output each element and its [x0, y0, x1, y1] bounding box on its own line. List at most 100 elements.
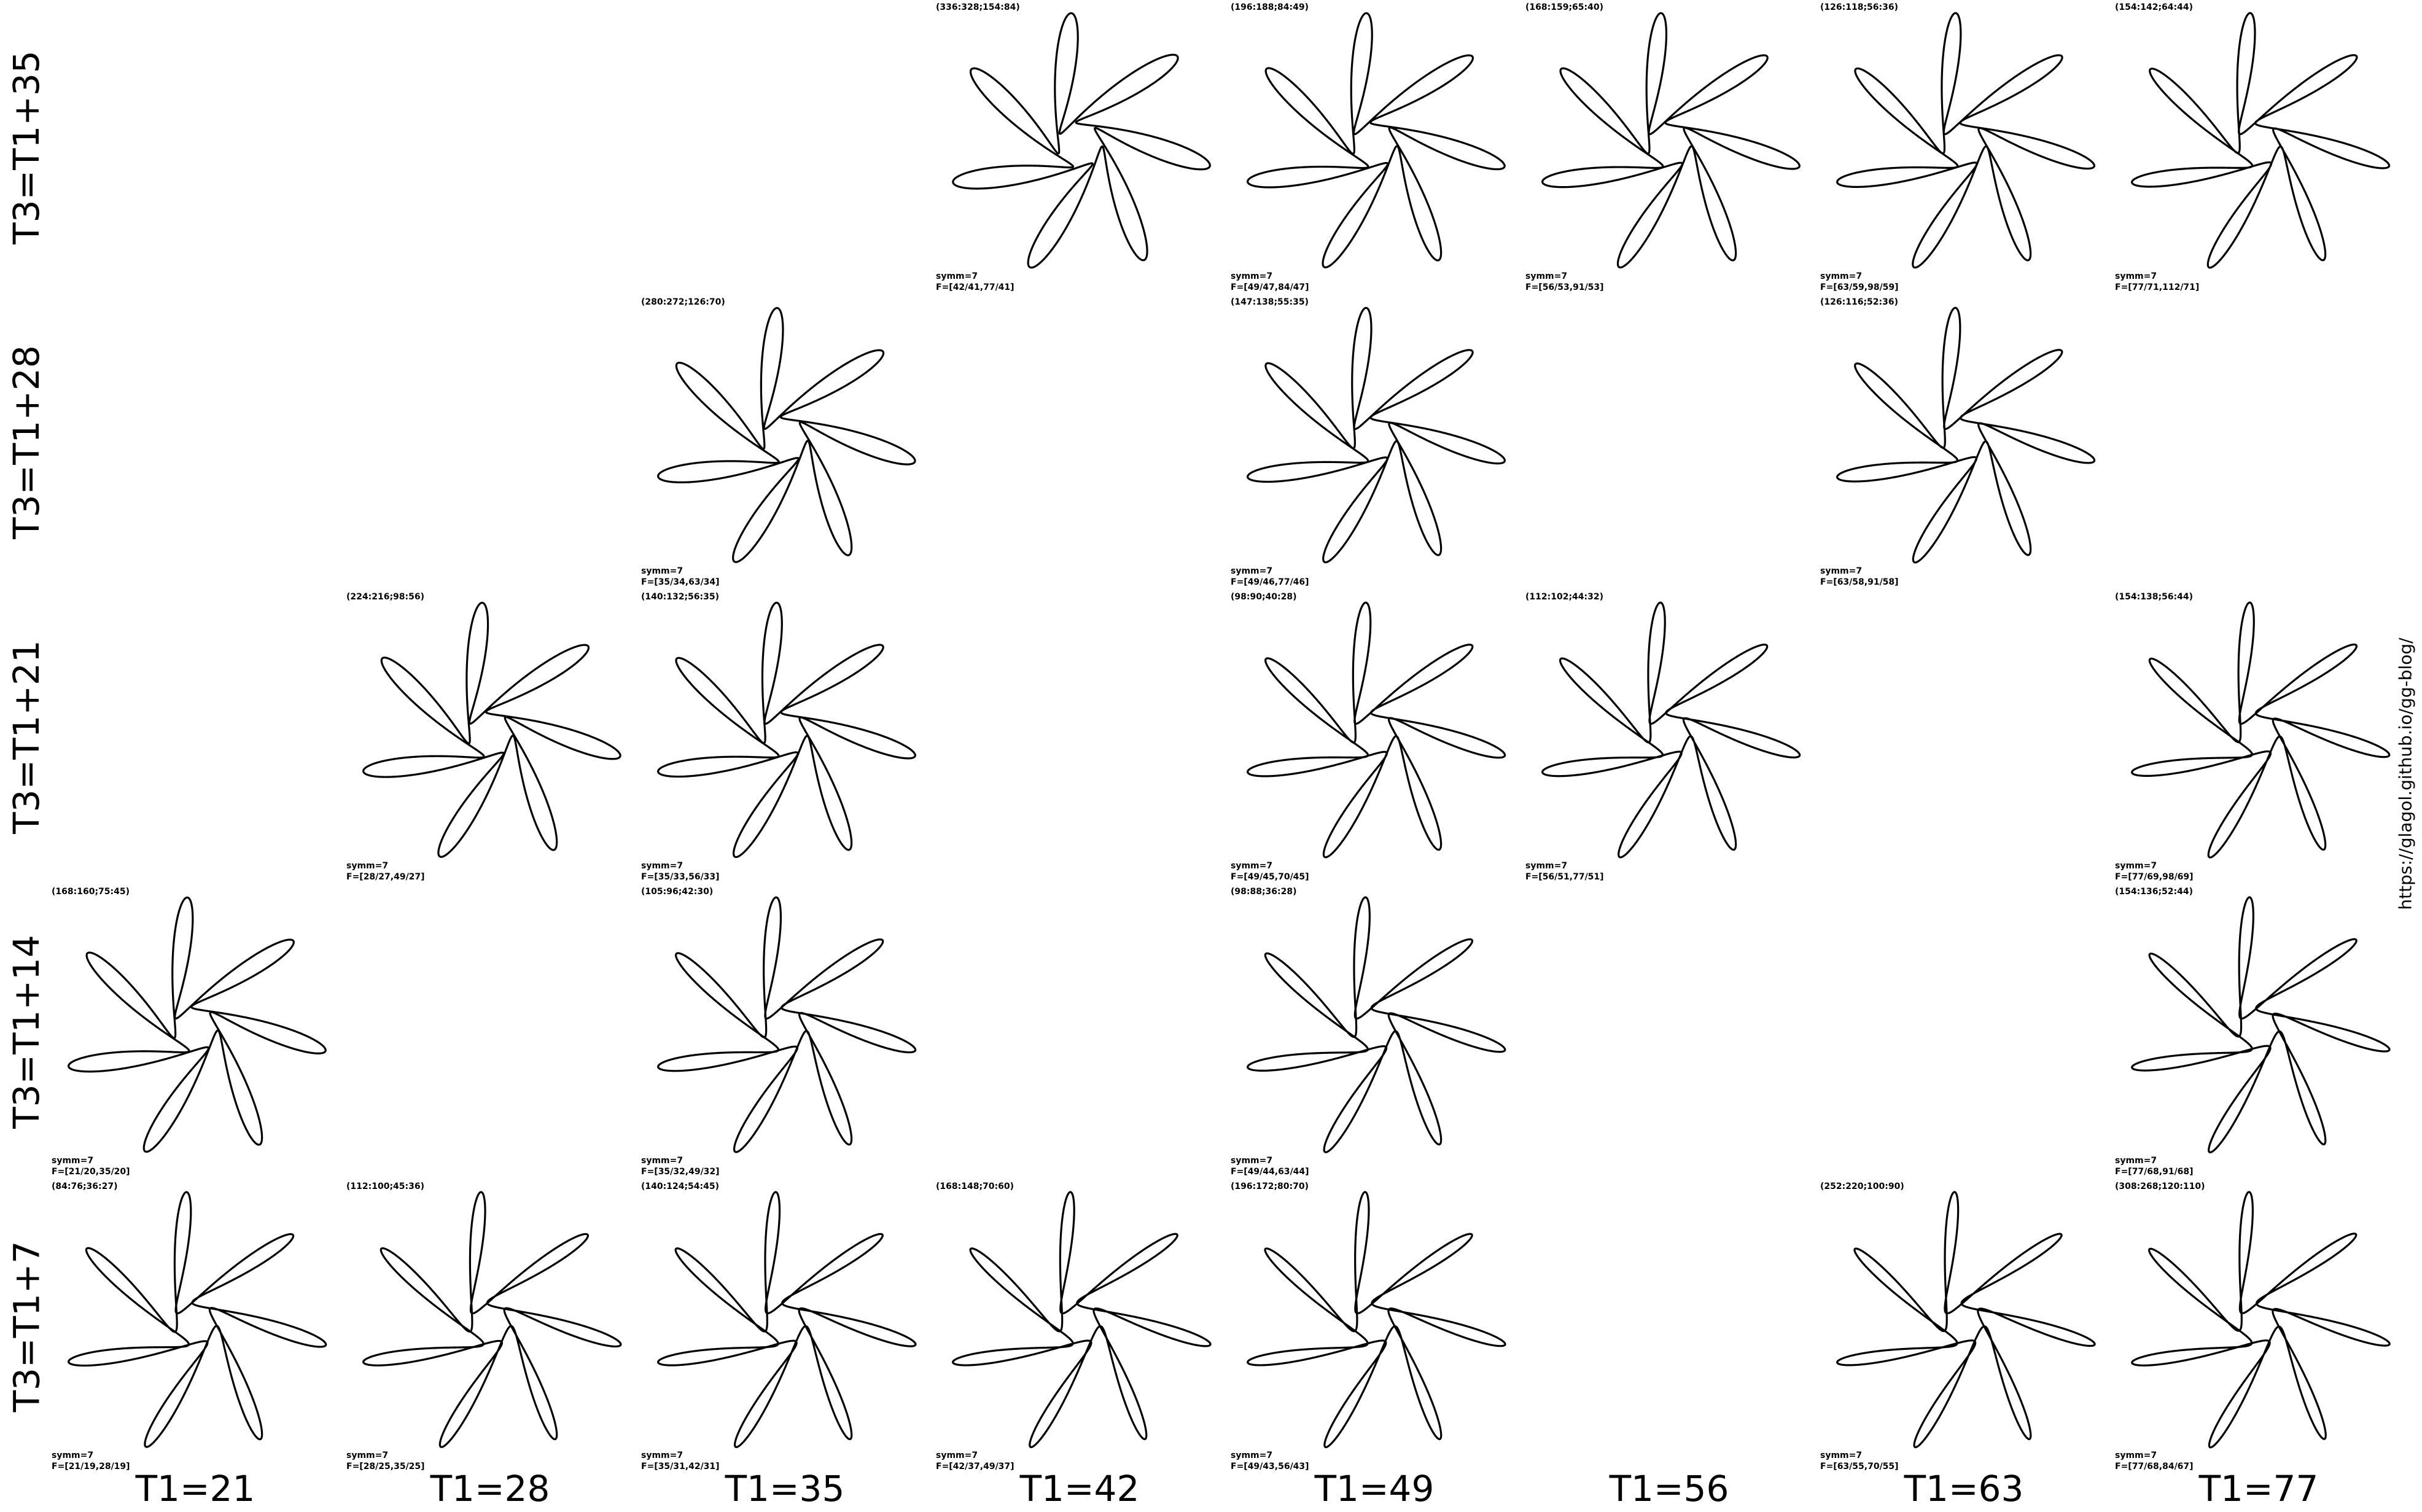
- cell-symmetry: symm=7: [1820, 271, 1863, 281]
- row-label: T3=T1+7: [5, 1179, 48, 1474]
- cell-frequencies: F=[35/32,49/32]: [641, 1167, 720, 1177]
- rosette-curve: [1247, 1191, 1506, 1449]
- rosette-figure: [1836, 12, 2095, 269]
- column-label: T1=63: [1904, 1468, 2024, 1510]
- cell-symmetry: symm=7: [2115, 861, 2157, 871]
- cell-parameters: (126:116;52:36): [1820, 297, 1899, 307]
- rosette-curve: [1541, 601, 1801, 859]
- cell-frequencies: F=[42/41,77/41]: [936, 283, 1014, 292]
- rosette-curve: [1247, 12, 1506, 268]
- rosette-figure: [1836, 306, 2096, 564]
- rosette-curve: [362, 1191, 622, 1448]
- rosette-curve: [1541, 12, 1801, 269]
- rosette-curve: [362, 601, 621, 858]
- cell-frequencies: F=[35/31,42/31]: [641, 1462, 720, 1471]
- row-label: T3=T1+14: [5, 884, 48, 1179]
- cell-symmetry: symm=7: [52, 1451, 94, 1460]
- row-label: T3=T1+28: [5, 295, 48, 590]
- cell-symmetry: symm=7: [1820, 1451, 1863, 1460]
- cell-parameters: (154:138;56:44): [2115, 592, 2194, 602]
- rosette-figure: [1247, 12, 1506, 268]
- cell-frequencies: F=[21/20,35/20]: [52, 1167, 130, 1177]
- rosette-curve: [657, 601, 916, 859]
- column-label: T1=35: [725, 1468, 845, 1510]
- cell-frequencies: F=[28/27,49/27]: [346, 872, 425, 882]
- column-label: T1=56: [1609, 1468, 1729, 1510]
- cell-parameters: (154:142;64:44): [2115, 2, 2194, 12]
- rosette-figure: [657, 1191, 917, 1448]
- column-label: T1=42: [1019, 1468, 1140, 1510]
- cell-frequencies: F=[77/71,112/71]: [2115, 283, 2200, 292]
- cell-symmetry: symm=7: [641, 861, 683, 871]
- rosette-curve: [2131, 896, 2391, 1153]
- rosette-curve: [1836, 306, 2096, 564]
- cell-parameters: (98:90;40:28): [1231, 592, 1297, 602]
- rosette-curve: [952, 12, 1211, 269]
- cell-frequencies: F=[63/55,70/55]: [1820, 1462, 1899, 1471]
- cell-symmetry: symm=7: [936, 271, 978, 281]
- cell-frequencies: F=[56/53,91/53]: [1525, 283, 1604, 292]
- credit-text: https://glagol.github.io/gg-blog/: [2396, 637, 2416, 910]
- cell-symmetry: symm=7: [1231, 861, 1273, 871]
- cell-frequencies: F=[56/51,77/51]: [1525, 872, 1604, 882]
- rosette-curve: [2131, 1191, 2391, 1449]
- cell-symmetry: symm=7: [1525, 271, 1568, 281]
- cell-parameters: (84:76;36:27): [52, 1182, 118, 1191]
- rosette-curve: [657, 306, 916, 563]
- cell-parameters: (168:148;70:60): [936, 1182, 1014, 1191]
- cell-frequencies: F=[49/46,77/46]: [1231, 577, 1309, 587]
- rosette-figure: [657, 896, 917, 1153]
- cell-parameters: (154:136;52:44): [2115, 887, 2194, 897]
- rosette-figure: [2131, 896, 2391, 1153]
- cell-symmetry: symm=7: [2115, 1156, 2157, 1166]
- cell-parameters: (168:160;75:45): [52, 887, 130, 897]
- rosette-figure: [657, 601, 916, 859]
- cell-symmetry: symm=7: [1231, 1451, 1273, 1460]
- column-label: T1=28: [430, 1468, 550, 1510]
- cell-parameters: (224:216;98:56): [346, 592, 425, 602]
- rosette-figure: [1247, 896, 1506, 1153]
- rosette-curve: [68, 1191, 327, 1448]
- cell-frequencies: F=[77/69,98/69]: [2115, 872, 2194, 882]
- cell-symmetry: symm=7: [346, 1451, 389, 1460]
- rosette-curve: [1836, 12, 2095, 269]
- cell-parameters: (140:132;56:35): [641, 592, 720, 602]
- rosette-figure: [952, 1191, 1212, 1449]
- cell-frequencies: F=[49/44,63/44]: [1231, 1167, 1309, 1177]
- rosette-curve: [657, 896, 917, 1153]
- cell-parameters: (112:100;45:36): [346, 1182, 425, 1191]
- rosette-figure: [1247, 306, 1506, 564]
- rosette-curve: [952, 1191, 1212, 1449]
- rosette-figure: [2131, 12, 2391, 269]
- cell-symmetry: symm=7: [1231, 566, 1273, 576]
- rosette-figure: [362, 601, 621, 858]
- cell-frequencies: F=[42/37,49/37]: [936, 1462, 1014, 1471]
- rosette-figure: [68, 1191, 327, 1448]
- cell-frequencies: F=[28/25,35/25]: [346, 1462, 425, 1471]
- cell-frequencies: F=[49/45,70/45]: [1231, 872, 1309, 882]
- rosette-figure: [1541, 12, 1801, 269]
- rosette-curve: [2131, 12, 2391, 269]
- rosette-curve: [1836, 1191, 2096, 1449]
- cell-symmetry: symm=7: [2115, 1451, 2157, 1460]
- cell-parameters: (105:96;42:30): [641, 887, 714, 897]
- cell-frequencies: F=[63/59,98/59]: [1820, 283, 1899, 292]
- cell-parameters: (196:188;84:49): [1231, 2, 1309, 12]
- cell-frequencies: F=[49/47,84/47]: [1231, 283, 1309, 292]
- cell-frequencies: F=[21/19,28/19]: [52, 1462, 130, 1471]
- cell-symmetry: symm=7: [1525, 861, 1568, 871]
- row-label-text: T3=T1+28: [6, 345, 48, 539]
